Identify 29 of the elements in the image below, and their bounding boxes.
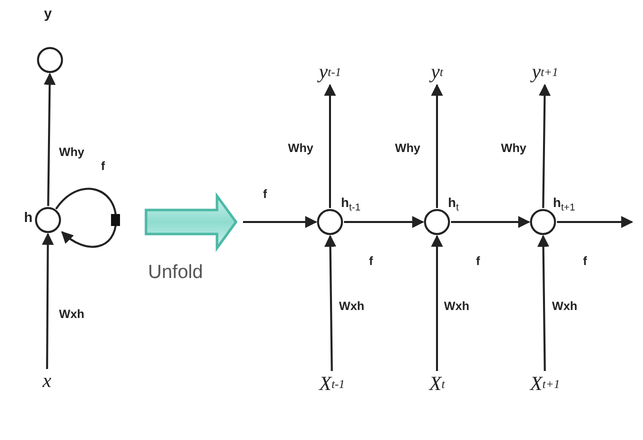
node-circle [424, 209, 450, 235]
node-label: h$_{t-1}$ [341, 196, 361, 214]
arrow [431, 234, 443, 371]
unfold-label: Unfold [148, 262, 203, 284]
arrow [344, 216, 424, 228]
edge-label: Why [394, 142, 422, 156]
arrow [537, 234, 550, 372]
node-circle [35, 207, 61, 233]
arrow [451, 216, 530, 228]
edge-label: Why [287, 142, 314, 156]
arrow [557, 216, 634, 228]
node-circle [37, 47, 63, 73]
variable-label: x [37, 369, 57, 393]
node-label: h$_{t}$ [448, 196, 459, 214]
edge-label: Why [58, 146, 86, 160]
arrow [42, 232, 54, 369]
arrow [538, 84, 551, 208]
node-label: h [24, 210, 33, 224]
node-circle [317, 209, 343, 235]
node-circle [530, 209, 556, 235]
node-label: y [44, 6, 52, 20]
node-label: h$_{t+1}$ [553, 196, 576, 214]
self-loop-arrow [55, 188, 120, 248]
arrow [243, 216, 318, 228]
edge-label: Why [500, 142, 528, 156]
arrow [44, 72, 56, 206]
arrow [324, 84, 336, 208]
arrow [324, 234, 336, 372]
arrow [431, 84, 443, 208]
